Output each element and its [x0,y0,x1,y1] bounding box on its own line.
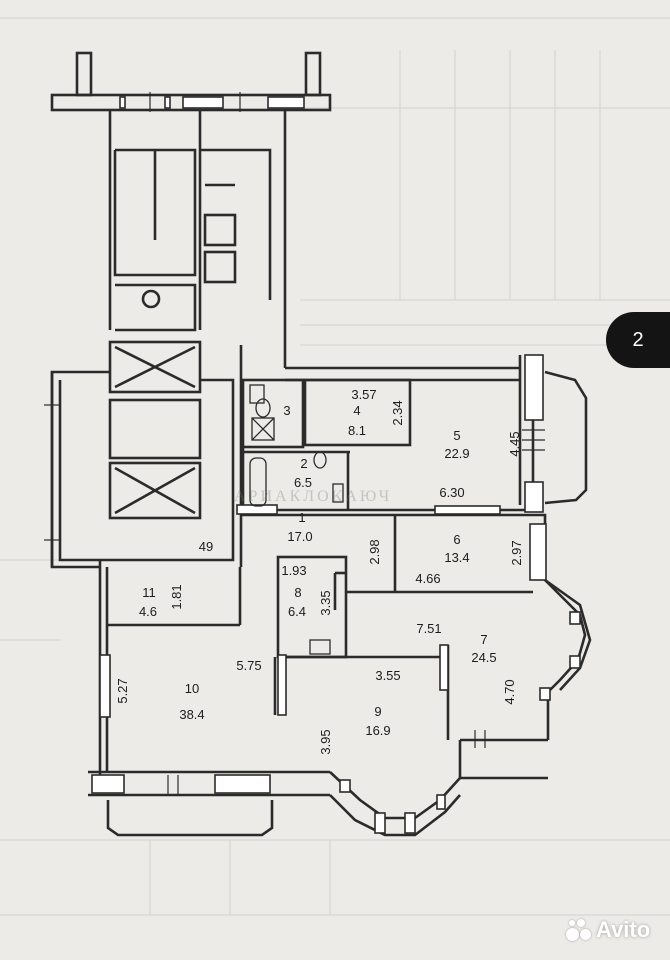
dimension-label: 3.95 [318,729,333,754]
dimension-label: 49 [199,539,213,554]
dimension-label: 3.55 [375,668,400,683]
room-8-area: 6.4 [288,604,306,619]
dimension-labels: 3.57 2.34 4.45 6.30 2.98 4.66 2.97 1.93 … [115,387,524,755]
dimension-label: 5.27 [115,678,130,703]
room-6-number: 6 [453,532,460,547]
dimension-label: 2.98 [367,539,382,564]
dimension-label: 5.75 [236,658,261,673]
room-10-area: 38.4 [179,707,204,722]
room-1-number: 1 [298,510,305,525]
room-2-number: 2 [300,456,307,471]
dimension-label: 2.97 [509,540,524,565]
avito-logo-icon [566,917,592,943]
room-1-area: 17.0 [287,529,312,544]
background-grid [0,17,670,916]
room-11-number: 11 [142,585,156,600]
plumbing-fixtures [249,384,344,655]
avito-watermark: Avito [566,917,650,943]
avito-wordmark: Avito [596,917,651,942]
room-5-number: 5 [453,428,460,443]
dimension-label: 6.30 [439,485,464,500]
dimension-label: 4.45 [507,431,522,456]
dimension-label: 1.81 [169,584,184,609]
room-9-area: 16.9 [365,723,390,738]
room-8-number: 8 [294,585,301,600]
room-11-area: 4.6 [139,604,157,619]
window-ticks [44,92,545,795]
dimension-label: 3.35 [318,590,333,615]
room-9-number: 9 [374,704,381,719]
room-labels: 1 17.0 2 6.5 3 4 8.1 5 22.9 6 13.4 7 24.… [139,403,497,738]
room-5-area: 22.9 [444,446,469,461]
dimension-label: 4.66 [415,571,440,586]
dimension-label: 4.70 [502,679,517,704]
room-4-area: 8.1 [348,423,366,438]
page-count-badge[interactable]: 2 [606,312,670,368]
background-watermark: АРИАКЛОКАЮЧ [234,488,393,505]
room-7-number: 7 [480,632,487,647]
dimension-label: 1.93 [281,563,306,578]
room-4-number: 4 [353,403,360,418]
room-3-number: 3 [283,403,290,418]
room-2-area: 6.5 [294,475,312,490]
dimension-label: 2.34 [390,400,405,425]
room-6-area: 13.4 [444,550,469,565]
room-10-number: 10 [185,681,199,696]
dimension-label: 3.57 [351,387,376,402]
dimension-label: 7.51 [416,621,441,636]
room-7-area: 24.5 [471,650,496,665]
window-frames [91,96,581,834]
